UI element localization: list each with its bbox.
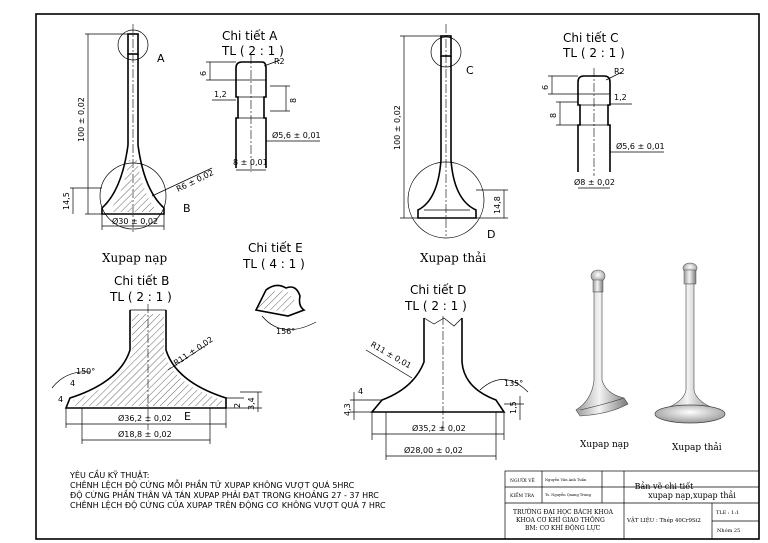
- detail-d-angle: 135°: [504, 379, 523, 388]
- school-line-2: KHOA CƠ KHÍ GIAO THÔNG: [516, 516, 605, 524]
- detail-d-4: 4: [358, 387, 363, 396]
- detail-d-4-3: 4,3: [343, 403, 352, 416]
- intake-view-label: Xupap nạp: [102, 251, 167, 265]
- detail-a-6-dim: 6: [199, 71, 208, 76]
- detail-a-scale: TL ( 2 : 1 ): [221, 44, 284, 58]
- detail-d-d2: Ø28,00 ± 0,02: [404, 445, 463, 455]
- drawn-by-label: NGƯỜI VẼ: [510, 476, 535, 484]
- exhaust-length-dim: 100 ± 0,02: [393, 105, 402, 150]
- notes-line-3: CHÊNH LỆCH ĐỘ CỨNG CỦA XUPAP TRÊN ĐỘNG C…: [70, 499, 386, 511]
- technical-notes: YÊU CẦU KỸ THUẬT: CHÊNH LỆCH ĐỘ CỨNG MỖI…: [69, 468, 386, 511]
- sheet-border: [35, 13, 760, 540]
- detail-d-d1: Ø35,2 ± 0,02: [412, 423, 466, 433]
- detail-d-title: Chi tiết D: [410, 283, 466, 297]
- detail-c-8b-dim: Ø8 ± 0,02: [574, 177, 615, 187]
- iso-intake-valve: Xupap nạp: [575, 269, 629, 450]
- detail-a-r2-dim: R2: [274, 57, 285, 66]
- detail-c-6-dim: 6: [541, 85, 550, 90]
- intake-head-height-dim: 14,5: [62, 192, 71, 210]
- marker-b: B: [183, 202, 191, 215]
- detail-c-1-2-dim: 1,2: [614, 93, 627, 102]
- detail-c-r2-dim: R2: [614, 67, 625, 76]
- title-block: NGƯỜI VẼ Nguyễn Văn Anh Tuấn KIỂM TRA Ts…: [504, 470, 760, 540]
- school-line-3: BM: CƠ KHÍ ĐỘNG LỰC: [525, 524, 601, 532]
- detail-b-2: 2: [233, 403, 242, 408]
- detail-a-stem-dim: Ø5,6 ± 0,01: [272, 130, 321, 140]
- detail-e-angle: 156°: [276, 327, 295, 336]
- group-name: Nhóm 25: [717, 527, 740, 534]
- detail-b-angle: 150°: [76, 367, 95, 376]
- exhaust-valve-view: 100 ± 0,02 14,8 C D Xupap thải: [393, 24, 508, 265]
- detail-b-4b: 4: [58, 395, 63, 404]
- detail-b-scale: TL ( 2 : 1 ): [109, 290, 172, 304]
- detail-b-title: Chi tiết B: [114, 274, 169, 288]
- drawing-title-2: xupap nạp,xupap thải: [648, 491, 736, 500]
- marker-e: E: [184, 410, 191, 423]
- detail-a: Chi tiết A TL ( 2 : 1 ) 6 R2 1,2 8 Ø5,6 …: [199, 29, 321, 172]
- notes-line-1: CHÊNH LỆCH ĐỘ CỨNG MỖI PHẦN TỬ XUPAP KHÔ…: [70, 478, 355, 491]
- detail-d-scale: TL ( 2 : 1 ): [404, 299, 467, 313]
- detail-a-8b-dim: 8 ± 0,01: [233, 158, 268, 167]
- exhaust-view-label: Xupap thải: [420, 251, 486, 265]
- intake-length-dim: 100 ± 0,02: [77, 97, 86, 142]
- iso-intake-label: Xupap nạp: [580, 440, 629, 450]
- school-line-1: TRƯỜNG ĐẠI HỌC BÁCH KHOA: [513, 508, 614, 516]
- intake-valve-view: 100 ± 0,02 14,5 Ø30 ± 0,02 R6 ± 0,02 A B…: [62, 24, 215, 265]
- iso-exhaust-valve: Xupap thải: [654, 262, 726, 453]
- detail-b-4a: 4: [70, 379, 75, 388]
- detail-e-title: Chi tiết E: [248, 241, 303, 255]
- detail-e: Chi tiết E TL ( 4 : 1 ) 156°: [242, 241, 317, 336]
- detail-d-radius: R11 ± 0,01: [369, 340, 413, 370]
- detail-d: Chi tiết D TL ( 2 : 1 ) R11 ± 0,01 135° …: [343, 283, 529, 460]
- drawn-by-name: Nguyễn Văn Anh Tuấn: [545, 477, 587, 482]
- detail-c-scale: TL ( 2 : 1 ): [562, 46, 625, 60]
- detail-a-title: Chi tiết A: [222, 29, 278, 43]
- detail-c-8-dim: 8: [549, 113, 558, 118]
- detail-d-1-5: 1,5: [509, 401, 518, 414]
- checked-label: KIỂM TRA: [510, 491, 535, 499]
- detail-b-radius: R11 ± 0,02: [172, 335, 215, 368]
- detail-c-stem-dim: Ø5,6 ± 0,01: [616, 141, 665, 151]
- detail-b-d2: Ø18,8 ± 0,02: [118, 429, 172, 439]
- detail-b-d1: Ø36,2 ± 0,02: [118, 413, 172, 423]
- exhaust-head-height-dim: 14,8: [493, 196, 502, 214]
- detail-c: Chi tiết C TL ( 2 : 1 ) 6 R2 1,2 8 Ø5,6 …: [541, 31, 665, 189]
- intake-radius-dim: R6 ± 0,02: [175, 168, 215, 194]
- intake-diameter-dim: Ø30 ± 0,02: [112, 216, 158, 226]
- notes-line-2: ĐỘ CỨNG PHẦN THÂN VÀ TÁN XUPAP PHẢI ĐẠT …: [70, 488, 379, 501]
- material: VẬT LIỆU : Thép 40Cr9Si2: [626, 516, 701, 524]
- marker-c: C: [466, 64, 474, 77]
- scale-value: TLE : 1:1: [716, 510, 739, 516]
- marker-a: A: [157, 52, 165, 65]
- detail-c-title: Chi tiết C: [563, 31, 618, 45]
- detail-a-8-dim: 8: [289, 98, 298, 103]
- iso-exhaust-label: Xupap thải: [672, 442, 722, 453]
- marker-d: D: [487, 228, 495, 241]
- detail-a-1-2-dim: 1,2: [214, 90, 227, 99]
- notes-heading: YÊU CẦU KỸ THUẬT:: [69, 468, 149, 481]
- detail-e-scale: TL ( 4 : 1 ): [242, 257, 305, 271]
- checked-name: Ts. Nguyễn Quang Trung: [545, 492, 592, 497]
- drawing-title-1: Bản vẽ chi tiết: [635, 482, 695, 491]
- detail-b-3-4: 3,4: [247, 397, 256, 410]
- detail-b: Chi tiết B TL ( 2 : 1 ) 150° 4 4 R11 ± 0…: [51, 274, 262, 444]
